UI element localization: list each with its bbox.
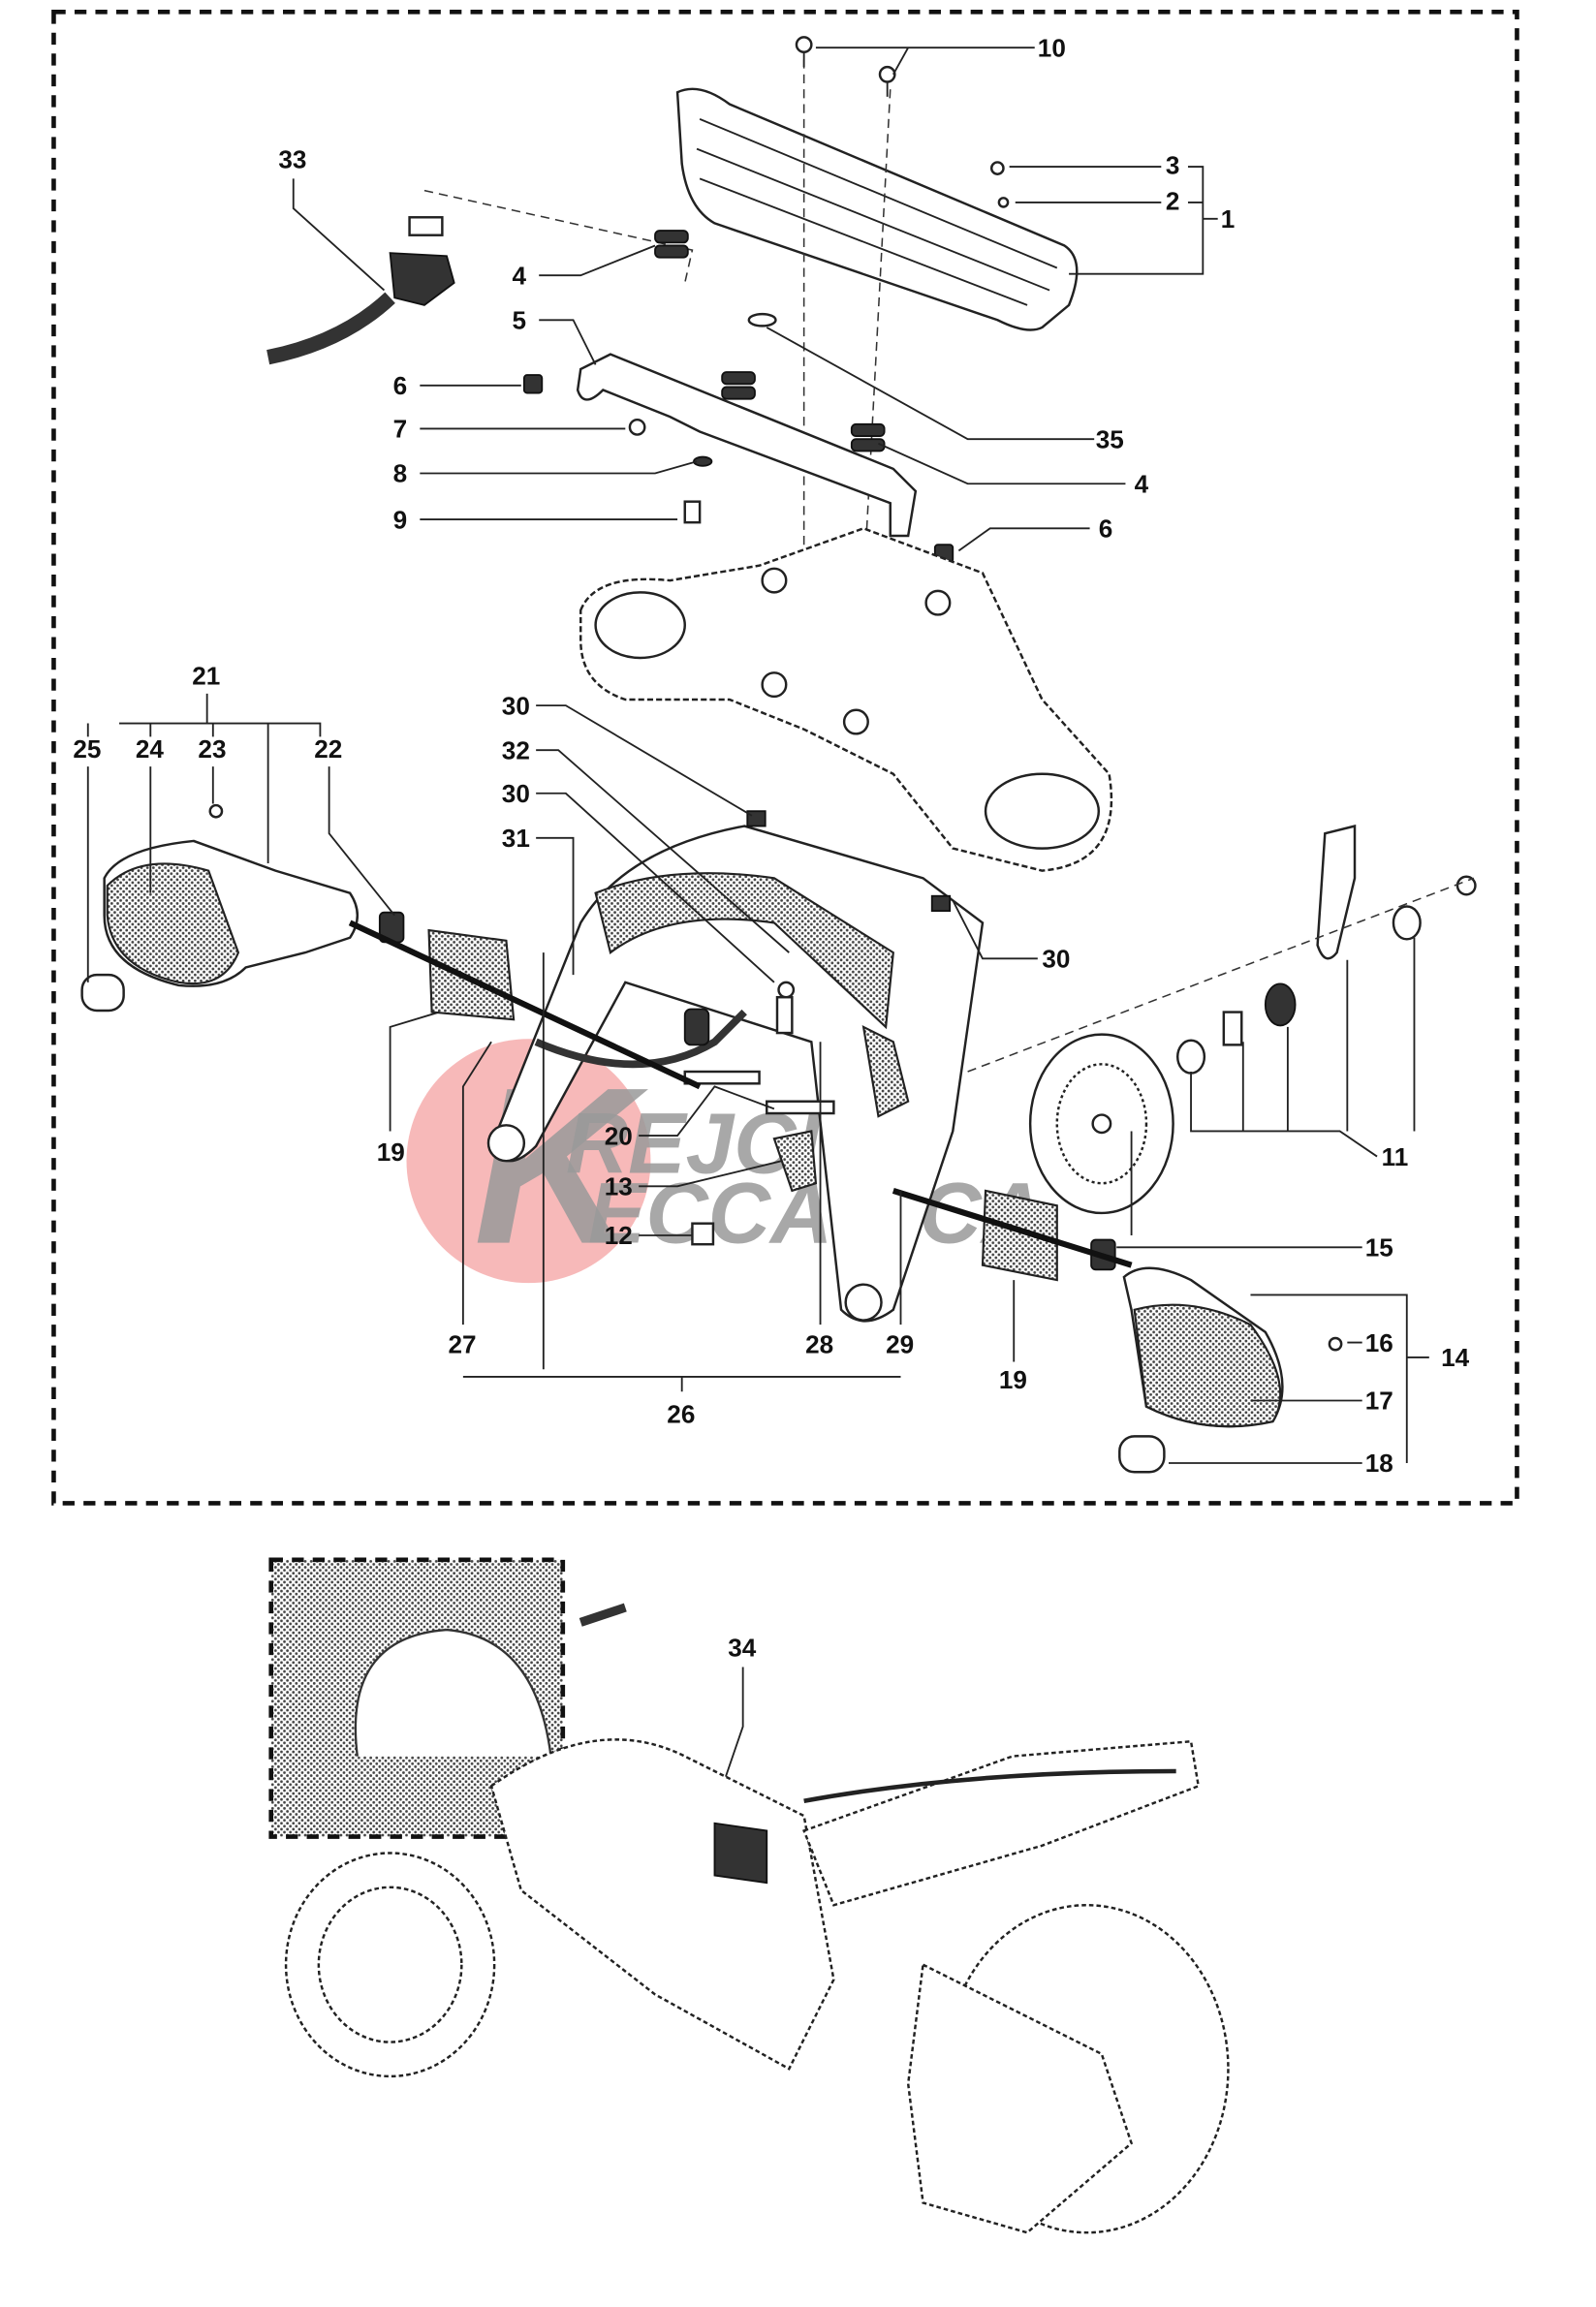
callout-30: 30 <box>1042 944 1070 973</box>
motorcycle-location-view <box>268 1557 1230 2234</box>
callout-33: 33 <box>278 145 306 174</box>
callout-21: 21 <box>192 662 220 691</box>
callout-16: 16 <box>1365 1328 1393 1357</box>
callout-35: 35 <box>1096 424 1124 453</box>
grommet-3 <box>989 161 1005 175</box>
callout-30: 30 <box>502 779 530 808</box>
callout-17: 17 <box>1365 1387 1393 1416</box>
callout-28: 28 <box>805 1329 833 1358</box>
callout-19: 19 <box>999 1365 1027 1394</box>
callout-7: 7 <box>393 415 408 444</box>
callout-30: 30 <box>502 691 530 720</box>
callout-3: 3 <box>1166 151 1180 180</box>
callout-2: 2 <box>1166 187 1180 216</box>
callout-18: 18 <box>1365 1449 1393 1478</box>
callout-6: 6 <box>1099 514 1113 544</box>
callout-24: 24 <box>136 734 165 764</box>
instrument-cluster <box>675 59 1079 730</box>
nut-2 <box>997 197 1010 208</box>
callout-27: 27 <box>449 1329 477 1358</box>
callout-15: 15 <box>1365 1232 1393 1262</box>
left-indicator <box>80 803 702 1090</box>
callout-25: 25 <box>73 734 101 764</box>
callout-6: 6 <box>393 371 408 400</box>
callout-22: 22 <box>314 734 342 764</box>
horn <box>967 824 1477 1215</box>
callout-9: 9 <box>393 505 408 534</box>
callout-20: 20 <box>605 1121 633 1150</box>
watermark-logo: K REJCICH ECCANICA <box>406 1039 1044 1291</box>
callouts: 10 3 2 1 33 4 5 6 7 8 9 35 4 6 21 25 24 … <box>73 33 1469 1662</box>
callout-12: 12 <box>605 1221 633 1250</box>
callout-11: 11 <box>1382 1142 1409 1171</box>
callout-13: 13 <box>605 1172 633 1201</box>
connector-33 <box>266 189 694 365</box>
top-yoke <box>579 527 1113 872</box>
right-indicator <box>892 1187 1343 1474</box>
callout-14: 14 <box>1441 1343 1470 1372</box>
bracket-5 <box>522 230 954 564</box>
callout-10: 10 <box>1038 33 1066 62</box>
callout-26: 26 <box>667 1400 695 1429</box>
callout-34: 34 <box>728 1634 757 1663</box>
headlight-bracket <box>486 810 985 1323</box>
callout-4: 4 <box>513 261 527 290</box>
callout-19: 19 <box>377 1138 405 1167</box>
callout-5: 5 <box>513 305 527 334</box>
callout-1: 1 <box>1221 204 1236 234</box>
screws-10 <box>795 36 896 97</box>
callout-32: 32 <box>502 735 530 764</box>
callout-8: 8 <box>393 459 408 488</box>
callout-4: 4 <box>1135 469 1149 498</box>
callout-23: 23 <box>198 734 226 764</box>
leader-lines <box>86 47 1429 1831</box>
callout-31: 31 <box>502 824 530 853</box>
callout-29: 29 <box>886 1329 914 1358</box>
